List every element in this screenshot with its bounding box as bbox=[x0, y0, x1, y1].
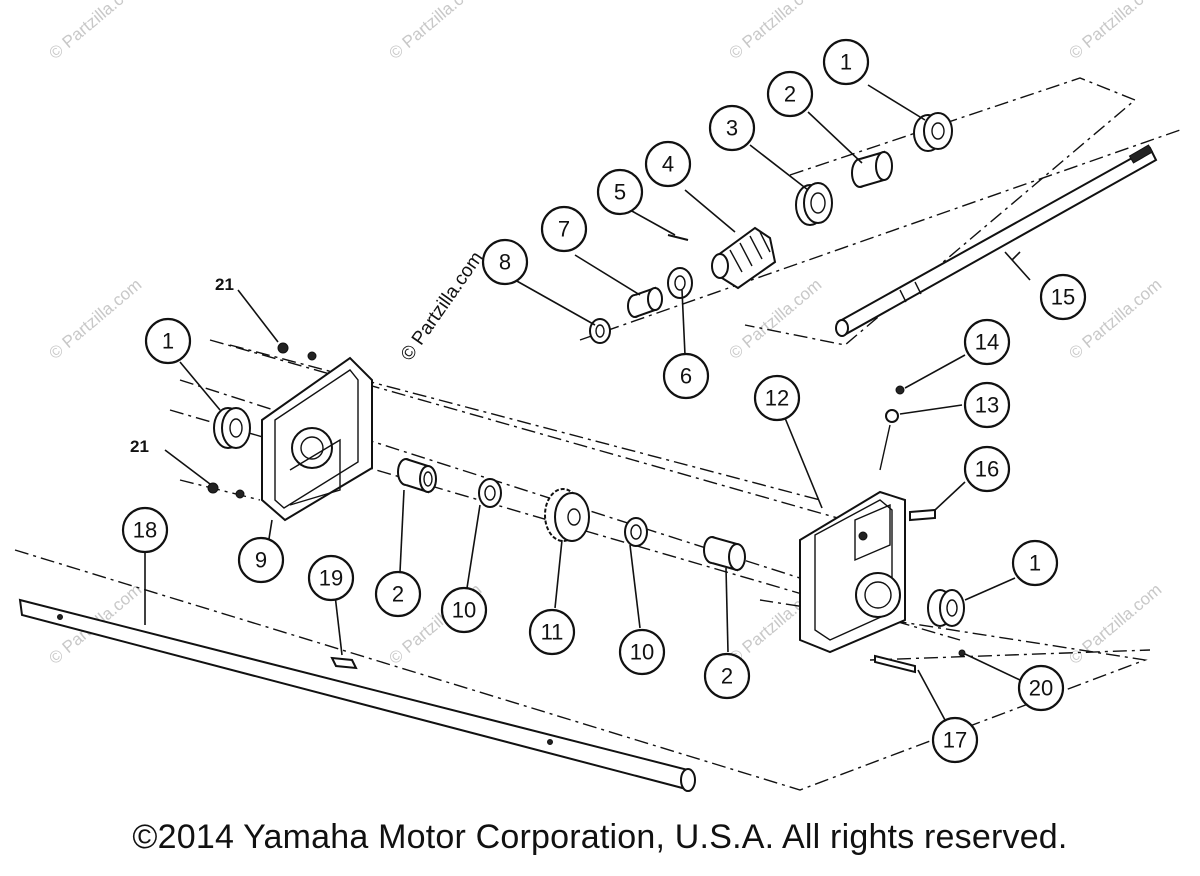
callout-10-left: 10 bbox=[440, 586, 488, 634]
shaft-18 bbox=[18, 598, 696, 792]
leader-lines bbox=[144, 84, 1031, 721]
watermark-text: © Partzilla.com bbox=[1065, 0, 1165, 63]
callout-17: 17 bbox=[931, 716, 979, 764]
svg-text:4: 4 bbox=[662, 152, 674, 177]
watermark-text: © Partzilla.com bbox=[45, 275, 145, 363]
svg-text:2: 2 bbox=[392, 582, 404, 607]
watermark-text: © Partzilla.com bbox=[725, 0, 825, 63]
copyright-notice: ©2014 Yamaha Motor Corporation, U.S.A. A… bbox=[132, 818, 1068, 856]
label-21-top: 21 bbox=[215, 275, 234, 294]
svg-text:17: 17 bbox=[943, 728, 967, 753]
svg-text:13: 13 bbox=[975, 393, 999, 418]
hardware-13-14-16-17-20 bbox=[874, 385, 966, 674]
svg-text:7: 7 bbox=[558, 217, 570, 242]
pin-5 bbox=[667, 234, 689, 241]
callout-9: 9 bbox=[237, 536, 285, 584]
label-21-left: 21 bbox=[130, 437, 149, 456]
watermark-overlay: © Partzilla.com bbox=[397, 248, 488, 365]
callout-7: 7 bbox=[540, 205, 588, 253]
svg-text:11: 11 bbox=[541, 620, 564, 645]
svg-text:3: 3 bbox=[726, 116, 738, 141]
bearing-3 bbox=[795, 182, 833, 226]
callout-6: 6 bbox=[662, 352, 710, 400]
svg-text:8: 8 bbox=[499, 250, 511, 275]
svg-text:19: 19 bbox=[319, 566, 343, 591]
svg-text:12: 12 bbox=[765, 386, 789, 411]
bearing-1-right bbox=[927, 589, 965, 627]
washer-8 bbox=[589, 318, 611, 344]
bushing-2-left bbox=[397, 458, 437, 494]
callout-3: 3 bbox=[708, 104, 756, 152]
callout-11: 11 bbox=[528, 608, 576, 656]
callout-20: 20 bbox=[1017, 664, 1065, 712]
centerlines bbox=[14, 77, 1181, 791]
callout-13: 13 bbox=[963, 381, 1011, 429]
callout-12: 12 bbox=[753, 374, 801, 422]
bolts-21 bbox=[207, 342, 317, 499]
callout-5: 5 bbox=[596, 168, 644, 216]
callout-8: 8 bbox=[481, 238, 529, 286]
gear-11 bbox=[544, 488, 590, 542]
bearing-1-left bbox=[213, 407, 251, 449]
svg-text:20: 20 bbox=[1029, 676, 1053, 701]
callout-14: 14 bbox=[963, 318, 1011, 366]
svg-text:16: 16 bbox=[975, 457, 999, 482]
svg-text:18: 18 bbox=[133, 518, 157, 543]
svg-text:1: 1 bbox=[1029, 551, 1041, 576]
callout-19: 19 bbox=[307, 554, 355, 602]
callout-2-top: 2 bbox=[766, 70, 814, 118]
watermark-text: © Partzilla.com bbox=[725, 275, 825, 363]
svg-text:14: 14 bbox=[975, 330, 999, 355]
watermark-text: © Partzilla.com bbox=[45, 0, 145, 63]
callout-10-right: 10 bbox=[618, 628, 666, 676]
callout-2-right: 2 bbox=[703, 652, 751, 700]
callout-1-left: 1 bbox=[144, 317, 192, 365]
housing-12 bbox=[799, 490, 906, 654]
washer-6 bbox=[667, 267, 693, 299]
svg-text:6: 6 bbox=[680, 364, 692, 389]
bearing-1-top bbox=[913, 112, 953, 152]
watermark-text: © Partzilla.com bbox=[385, 0, 485, 63]
callout-1-right: 1 bbox=[1011, 539, 1059, 587]
callout-2-left: 2 bbox=[374, 570, 422, 618]
housing-9 bbox=[261, 356, 373, 522]
callout-1-top: 1 bbox=[822, 38, 870, 86]
callout-4: 4 bbox=[644, 140, 692, 188]
svg-text:9: 9 bbox=[255, 548, 267, 573]
helical-gear-4 bbox=[711, 226, 777, 290]
svg-text:2: 2 bbox=[721, 664, 733, 689]
shaft-15 bbox=[835, 144, 1158, 337]
bushing-2-top bbox=[851, 150, 893, 188]
callout-18: 18 bbox=[121, 506, 169, 554]
washer-10-left bbox=[478, 478, 502, 508]
svg-text:5: 5 bbox=[614, 180, 626, 205]
svg-text:1: 1 bbox=[840, 50, 852, 75]
svg-text:10: 10 bbox=[452, 598, 476, 623]
svg-text:15: 15 bbox=[1051, 285, 1075, 310]
key-19 bbox=[330, 656, 358, 670]
bushing-2-right bbox=[703, 536, 746, 572]
svg-text:10: 10 bbox=[630, 640, 654, 665]
svg-text:1: 1 bbox=[162, 329, 174, 354]
bushing-7 bbox=[627, 286, 663, 318]
callout-15: 15 bbox=[1039, 273, 1087, 321]
callout-16: 16 bbox=[963, 445, 1011, 493]
svg-text:2: 2 bbox=[784, 82, 796, 107]
washer-10-right bbox=[624, 517, 648, 547]
